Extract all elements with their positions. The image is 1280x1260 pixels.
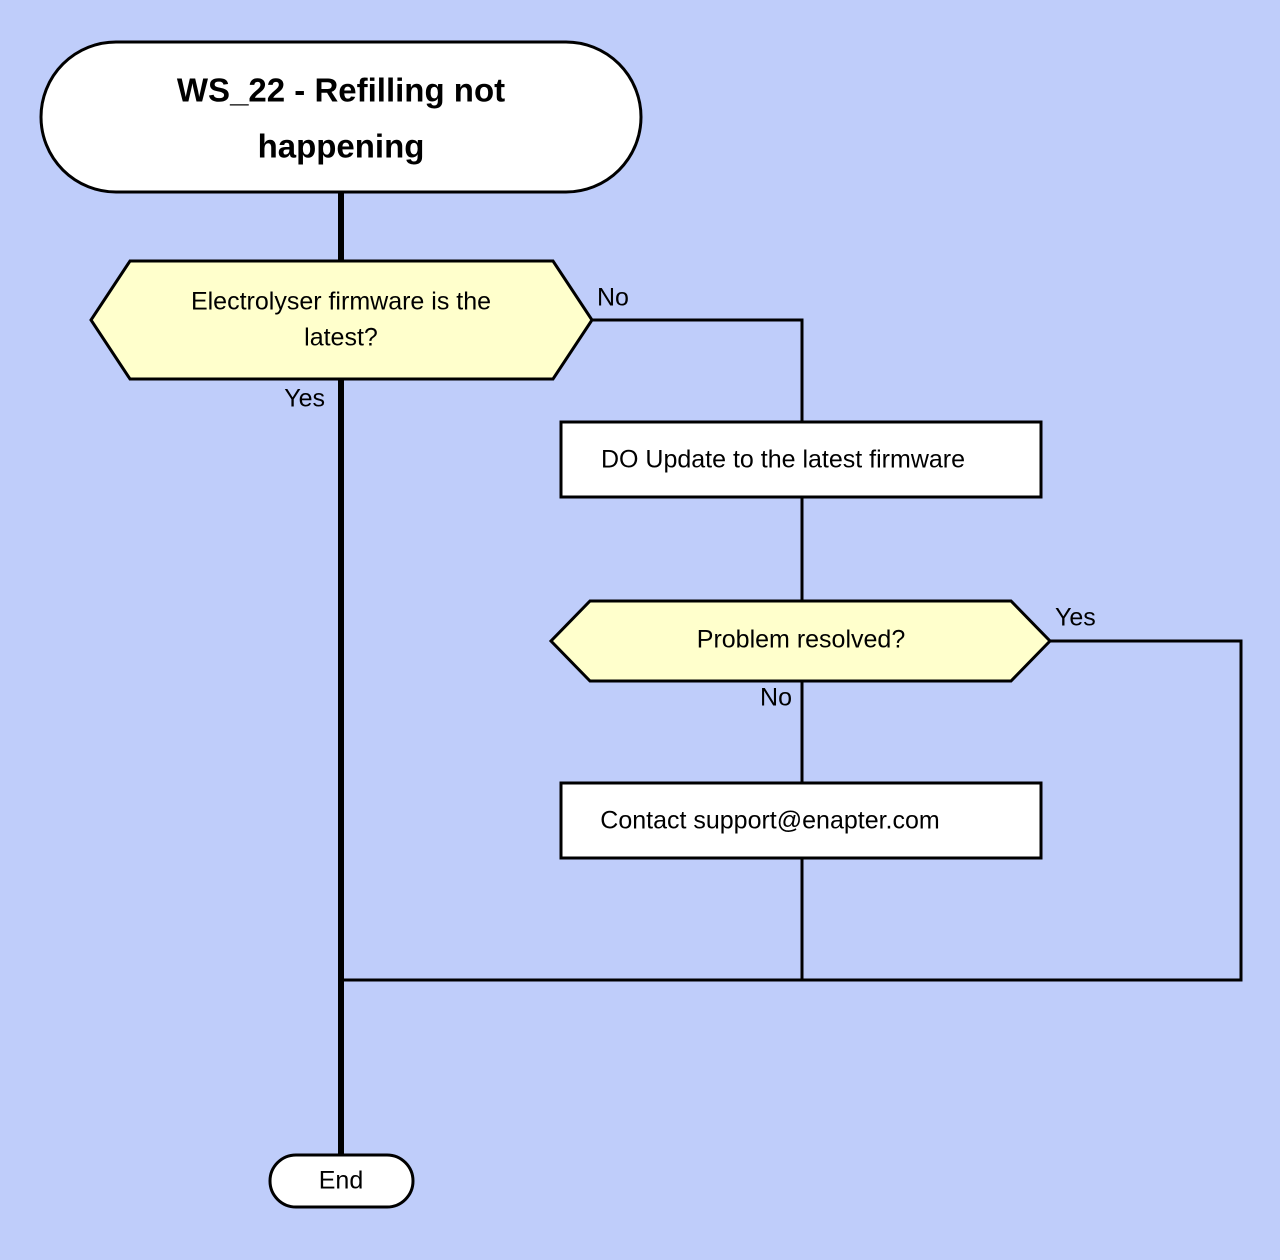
start-node-label-line1: WS_22 - Refilling not — [177, 72, 505, 109]
resolved-decision-label: Problem resolved? — [697, 626, 905, 654]
edge-label-resolved-no: No — [760, 684, 792, 712]
resolved-decision-shape — [548, 599, 1053, 683]
node-decision-resolved[interactable]: Problem resolved? — [548, 599, 1053, 683]
contact-process-label: Contact support@enapter.com — [600, 807, 939, 835]
edge-resolved-yes-to-merge — [341, 639, 1243, 982]
contact-process-shape — [559, 781, 1043, 860]
start-node-shape — [39, 40, 643, 194]
end-node-label: End — [319, 1167, 363, 1195]
update-process-label: DO Update to the latest firmware — [601, 446, 965, 474]
edge-label-resolved-yes: Yes — [1055, 604, 1096, 632]
edge-label-firmware-no: No — [597, 284, 629, 312]
edge-firmware-no-to-update — [592, 318, 804, 422]
node-end[interactable]: End — [268, 1153, 415, 1209]
node-process-contact[interactable]: Contact support@enapter.com — [559, 781, 1043, 860]
edge-label-firmware-yes: Yes — [284, 385, 325, 413]
start-node-label-line2: happening — [258, 128, 425, 165]
firmware-decision-label-line2: latest? — [304, 324, 378, 352]
end-node-shape — [268, 1153, 415, 1209]
node-process-update[interactable]: DO Update to the latest firmware — [559, 420, 1043, 499]
firmware-decision-shape — [89, 259, 594, 381]
node-start[interactable]: WS_22 - Refilling not happening — [39, 40, 643, 194]
update-process-shape — [559, 420, 1043, 499]
firmware-decision-label-line1: Electrolyser firmware is the — [191, 288, 491, 316]
node-decision-firmware[interactable]: Electrolyser firmware is the latest? — [89, 259, 594, 381]
